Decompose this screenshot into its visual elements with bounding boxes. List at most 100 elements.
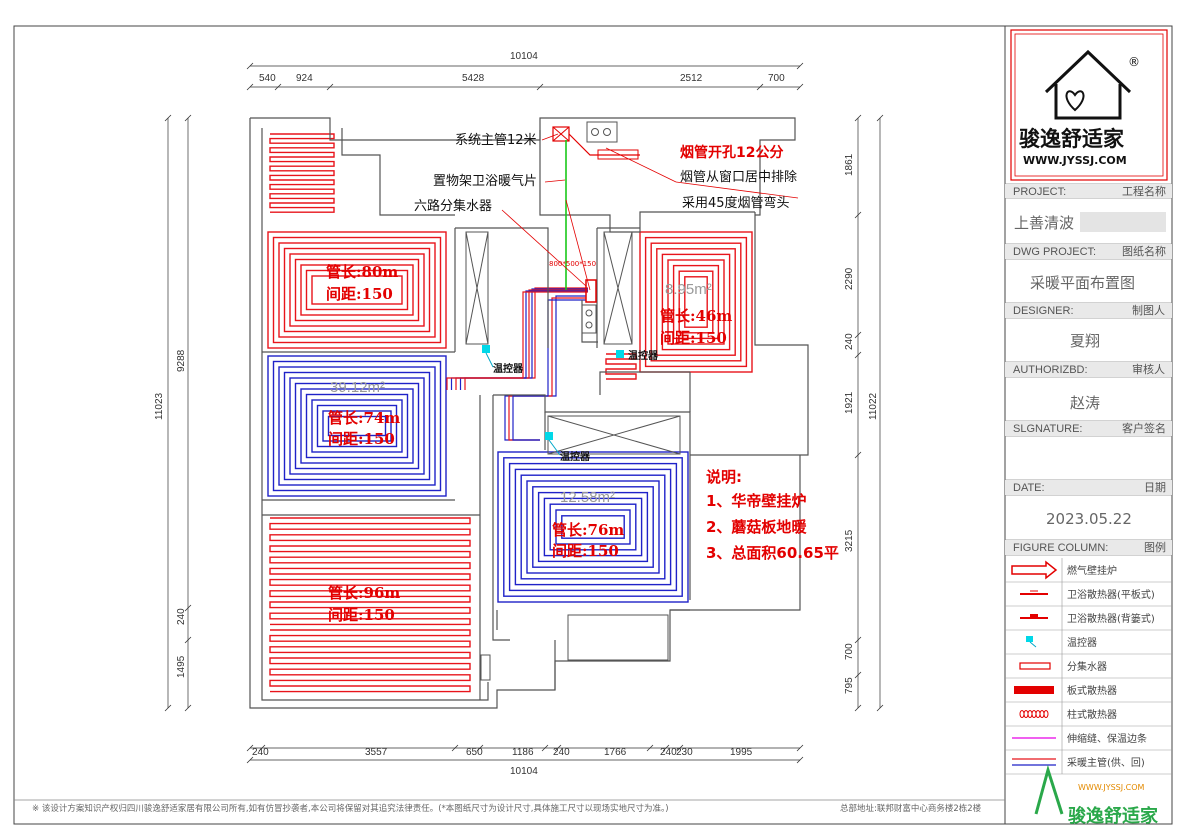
thermostat-icon xyxy=(1026,636,1037,648)
sink-box xyxy=(581,304,597,334)
zone-4-spacing: 间距:150 xyxy=(552,542,619,560)
dimension-tick xyxy=(184,636,192,644)
supply-line-3 xyxy=(455,289,588,390)
dim-left-inner: 9288 xyxy=(176,349,187,372)
dim-top-5: 700 xyxy=(768,73,785,84)
dimension-tick xyxy=(554,744,562,752)
dimension-tick xyxy=(246,83,254,91)
bedroom-2-coil-loop xyxy=(549,503,637,551)
manifold-callout: 六路分集水器 xyxy=(414,198,492,214)
zone-4-length: 管长:76m xyxy=(552,521,624,539)
living-room-coil-loop xyxy=(283,371,431,481)
note-item-3: 3、总面积60.65平 xyxy=(706,544,839,562)
kitchen-top-coil xyxy=(269,133,335,213)
living-room-coil-loop xyxy=(294,382,420,470)
legend-row: 燃气壁挂炉 xyxy=(1005,558,1172,583)
flue-elbow-callout: 采用45度烟管弯头 xyxy=(682,195,790,211)
bedroom-2-coil-loop xyxy=(532,486,654,568)
hall-coil-path xyxy=(605,353,637,380)
living-room-coil xyxy=(267,355,447,497)
dimension-tick xyxy=(164,114,172,122)
study-coil-loop xyxy=(650,242,742,362)
shelf-radiator-callout: 置物架卫浴暖气片 xyxy=(433,173,537,189)
bedroom-2-coil-loop xyxy=(520,474,666,580)
dim-top-3: 5428 xyxy=(462,73,485,84)
dim-top-1: 540 xyxy=(259,73,276,84)
heating-coils xyxy=(267,133,753,693)
dim-left-outer: 11023 xyxy=(154,392,165,420)
dimension-tick xyxy=(676,744,684,752)
dimension-tick xyxy=(184,704,192,712)
date-label: DATE: xyxy=(1013,482,1045,494)
dimension-ticks xyxy=(164,62,884,764)
thermostat-icon xyxy=(545,432,553,440)
legend-row: 分集水器 xyxy=(1005,654,1172,679)
project-label: PROJECT: xyxy=(1013,186,1066,198)
dimension-tick xyxy=(541,744,549,752)
dimension-tick xyxy=(854,636,862,644)
bedroom-1-coil-loop xyxy=(272,236,442,344)
dim-left-small: 240 xyxy=(176,608,187,625)
bedroom-1-coil xyxy=(267,231,447,349)
stove-box xyxy=(586,121,618,143)
watermark-name: 骏逸舒适家 xyxy=(1068,805,1159,827)
thermostat-icon xyxy=(616,350,624,358)
supply-line-2 xyxy=(459,288,588,390)
bedroom-2-coil-loop xyxy=(508,462,678,592)
watermark-url: WWW.JYSSJ.COM xyxy=(1078,783,1145,792)
dimension-tick xyxy=(854,331,862,339)
dimension-tick xyxy=(854,211,862,219)
study-coil-loop xyxy=(667,259,725,345)
legend-row: 卫浴散热器(平板式) xyxy=(1005,582,1172,607)
dim-bottom-8: 230 xyxy=(676,747,693,758)
dimension-tick xyxy=(662,744,670,752)
zone-2-spacing: 间距:150 xyxy=(328,430,395,448)
dim-right-7: 795 xyxy=(844,677,855,694)
bedroom-1-coil-loop xyxy=(289,253,425,327)
study-coil-loop xyxy=(656,248,736,356)
kitchen-top-coil-path xyxy=(269,133,335,213)
dimension-tick xyxy=(326,83,334,91)
bedroom-2-coil-loop xyxy=(537,491,649,563)
dim-bottom-7: 240 xyxy=(660,747,677,758)
dimension-tick xyxy=(246,744,254,752)
bedroom-2-coil-loop xyxy=(526,480,660,574)
dim-bottom-5: 240 xyxy=(553,747,570,758)
zone-4-area: 12.58m² xyxy=(560,489,615,506)
zone-3-spacing: 间距:150 xyxy=(328,606,395,624)
dim-right-2: 2290 xyxy=(844,267,855,290)
dim-right-3: 240 xyxy=(844,333,855,350)
legend-row: 柱式散热器 xyxy=(1005,702,1172,727)
dimension-tick xyxy=(854,351,862,359)
return-line-3 xyxy=(512,299,586,441)
note-item-2: 2、蘑菇板地暖 xyxy=(706,518,807,536)
main-pipe-callout: 系统主管12米 xyxy=(455,133,537,148)
dimension-lines xyxy=(167,65,881,761)
living-room-coil-loop xyxy=(289,377,425,475)
legend-label: 采暖主管(供、回) xyxy=(1067,756,1145,769)
legend-label: 卫浴散热器(平板式) xyxy=(1067,588,1155,601)
living-room-coil-loop xyxy=(278,366,436,486)
supply-line-5 xyxy=(446,291,588,390)
legend-row: 板式散热器 xyxy=(1005,678,1172,703)
design-notes: 说明: 1、华帝壁挂炉 2、蘑菇板地暖 3、总面积60.65平 xyxy=(706,468,839,562)
door-frame xyxy=(480,654,491,681)
bedroom-2-coil-loop xyxy=(503,457,683,597)
dim-right-outer: 11022 xyxy=(868,392,879,420)
wardrobe-left xyxy=(465,231,489,345)
dim-right-4: 1921 xyxy=(844,391,855,414)
supply-line-4 xyxy=(450,290,588,390)
watermark: WWW.JYSSJ.COM 骏逸舒适家 xyxy=(1034,764,1159,827)
thermostat-label-2: 温控器 xyxy=(628,349,659,362)
dimension-tick xyxy=(246,62,254,70)
house-logo-icon xyxy=(1044,49,1132,120)
flat-radiator-icon xyxy=(1020,590,1048,595)
legend-label: 分集水器 xyxy=(1067,660,1107,673)
living-room-coil-loop xyxy=(267,355,447,497)
dim-bottom-1: 240 xyxy=(252,747,269,758)
dimension-tick xyxy=(876,114,884,122)
dwg-label: DWG PROJECT: xyxy=(1013,246,1096,258)
author-label: AUTHORIZBD: xyxy=(1013,364,1088,376)
bay-window xyxy=(567,614,669,661)
dimension-tick xyxy=(796,83,804,91)
